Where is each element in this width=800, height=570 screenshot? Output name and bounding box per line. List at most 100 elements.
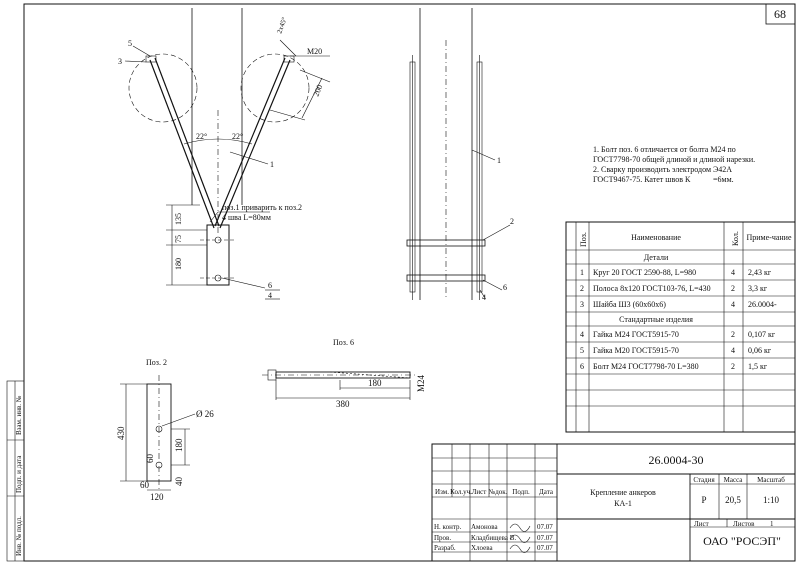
spec-row-4-pos: 4: [580, 330, 584, 339]
pos6-dim-180: 180: [368, 378, 382, 388]
pos2-dim-430: 430: [116, 426, 126, 440]
sv-pos-4: 4: [482, 293, 486, 302]
page-number: 68: [774, 7, 786, 21]
tb-col-sign: Подп.: [512, 488, 530, 496]
spec-row-2-pos: 2: [580, 284, 584, 293]
stamp-label-sign: Подп. и дата: [15, 455, 23, 493]
front-view: 5 3 1 6 4 22° 22° 135 75 180 200 М20 2х4…: [118, 8, 331, 300]
fv-pos-4: 4: [268, 291, 272, 300]
sv-pos-6: 6: [503, 283, 507, 292]
pos2-dim-dia: Ø 26: [196, 409, 214, 419]
pos6-view: Поз. 6 180 380 М24: [262, 338, 426, 409]
tb-sheets: 1: [770, 520, 774, 528]
pos2-view: Поз. 2 430 180 60 40 60 120 Ø 26: [116, 358, 214, 502]
fv-weld-note-2: 4 шва L=80мм: [222, 213, 271, 222]
signature-1: [509, 523, 531, 532]
spec-row-3-pos: 3: [580, 300, 584, 309]
fv-pos-3: 3: [118, 57, 122, 66]
pos2-title: Поз. 2: [146, 358, 167, 367]
tb-name-3: Хлоева: [471, 544, 493, 552]
fv-pos-6: 6: [268, 281, 272, 290]
tb-date-2: 07.07: [537, 534, 553, 542]
note-line-3: 2. Сварку производить электродом Э42А: [593, 165, 732, 174]
pos2-dim-60b: 60: [140, 480, 150, 490]
pos6-dim-380: 380: [336, 399, 350, 409]
tb-scale-label: Масштаб: [757, 476, 785, 484]
page-number-box: [765, 3, 796, 25]
tb-date-1: 07.07: [537, 523, 553, 531]
tb-stage-label: Стадия: [693, 476, 715, 484]
fv-dim-180: 180: [174, 258, 183, 270]
spec-header-pos: Поз.: [579, 232, 588, 247]
stamp-label-inv: Взам. инв. №: [15, 395, 23, 435]
tb-mass-label: Масса: [724, 476, 744, 484]
spec-row-1-qty: 4: [731, 268, 735, 277]
doc-title-1: Крепление анкеров: [590, 488, 656, 497]
side-stamp: Взам. инв. № Подп. и дата Инв. № подл.: [6, 380, 25, 562]
doc-title-2: КА-1: [614, 499, 632, 508]
note-line-5: =6мм.: [713, 175, 734, 184]
spec-row-6-note: 1,5 кг: [748, 362, 768, 371]
spec-header-note: Приме-чание: [746, 233, 791, 242]
signature-3: [509, 544, 531, 553]
spec-row-1-note: 2,43 кг: [748, 268, 772, 277]
spec-row-1-name: Круг 20 ГОСТ 2590-88, L=980: [593, 268, 696, 277]
spec-section-details: Детали: [644, 253, 669, 262]
spec-row-2-name: Полоса 8х120 ГОСТ103-76, L=430: [593, 284, 711, 293]
notes: 1. Болт поз. 6 отличается от болта М24 п…: [593, 145, 755, 184]
tb-col-doc: №док.: [489, 488, 508, 496]
spec-row-3-qty: 4: [731, 300, 735, 309]
spec-header-qty: Кол.: [731, 231, 740, 246]
spec-row-6-qty: 2: [731, 362, 735, 371]
tb-mass: 20,5: [725, 495, 741, 505]
sheet-frame: [23, 3, 796, 562]
spec-section-standard: Стандартные изделия: [619, 315, 693, 324]
fv-dim-200: 200: [312, 83, 325, 97]
fv-dim-135: 135: [174, 213, 183, 225]
fv-pos-5: 5: [128, 39, 132, 48]
fv-dim-m20: М20: [307, 47, 322, 56]
spec-row-4-note: 0,107 кг: [748, 330, 776, 339]
spec-row-5-qty: 4: [731, 346, 735, 355]
tb-col-date: Дата: [539, 488, 554, 496]
spec-row-6-name: Болт М24 ГОСТ7798-70 L=380: [593, 362, 699, 371]
spec-row-6-pos: 6: [580, 362, 584, 371]
spec-row-2-qty: 2: [731, 284, 735, 293]
spec-row-3-name: Шайба Ш3 (60х60х6): [593, 300, 666, 309]
pos2-dim-180: 180: [174, 438, 184, 452]
sv-pos-2: 2: [510, 217, 514, 226]
tb-stage: Р: [701, 495, 706, 505]
fv-angle-right: 22°: [232, 132, 243, 141]
spec-header-name: Наименование: [631, 233, 681, 242]
pos6-title: Поз. 6: [333, 338, 354, 347]
pos6-dim-m24: М24: [416, 374, 426, 392]
doc-code: 26.0004-30: [649, 453, 704, 467]
tb-role-2: Пров.: [434, 534, 451, 542]
note-line-2: ГОСТ7798-70 общей длиной и длиной нарезк…: [593, 155, 755, 164]
spec-row-5-note: 0,06 кг: [748, 346, 772, 355]
note-line-4: ГОСТ9467-75. Катет швов К: [593, 175, 691, 184]
side-view: 1 2 4 6: [406, 8, 514, 302]
tb-role-1: Н. контр.: [434, 523, 461, 531]
tb-name-1: Амонова: [471, 523, 498, 531]
spec-row-5-pos: 5: [580, 346, 584, 355]
tb-role-3: Разраб.: [434, 544, 456, 552]
spec-row-4-name: Гайка М24 ГОСТ5915-70: [593, 330, 679, 339]
note-line-1: 1. Болт поз. 6 отличается от болта М24 п…: [593, 145, 736, 154]
tb-name-2: Кладбищева В.: [471, 534, 516, 542]
spec-row-4-qty: 2: [731, 330, 735, 339]
fv-pos-1: 1: [270, 160, 274, 169]
tb-col-kolich: Кол.уч.: [450, 488, 472, 496]
tb-col-izm: Изм.: [435, 488, 449, 496]
spec-row-2-note: 3,3 кг: [748, 284, 768, 293]
fv-weld-note-1: поз.1 приварить к поз.2: [222, 203, 302, 212]
tb-sheet-label: Лист: [694, 520, 709, 528]
tb-date-3: 07.07: [537, 544, 553, 552]
stamp-label-orig: Инв. № подл.: [15, 516, 23, 556]
spec-row-5-name: Гайка М20 ГОСТ5915-70: [593, 346, 679, 355]
fv-angle-left: 22°: [196, 132, 207, 141]
pos2-dim-40: 40: [174, 477, 184, 487]
spec-table: Поз. Наименование Кол. Приме-чание Детал…: [565, 221, 796, 433]
